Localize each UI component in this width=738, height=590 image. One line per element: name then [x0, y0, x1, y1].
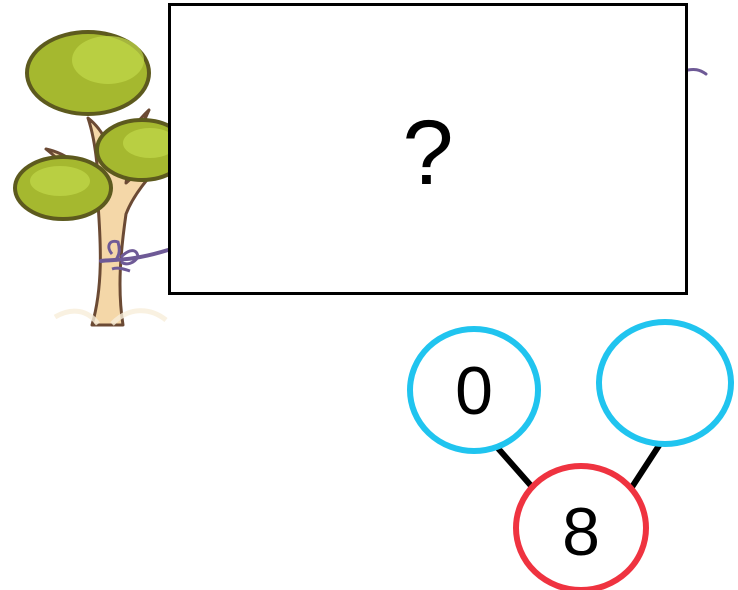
left-part-circle: [407, 326, 541, 454]
rope-icon: [99, 68, 708, 273]
whole-value: 8: [562, 494, 600, 570]
right-part-circle: [596, 319, 734, 447]
tree-foliage: [13, 30, 189, 221]
question-mark: ?: [402, 102, 454, 204]
right-part-connector: [629, 441, 663, 490]
left-part-value: 0: [455, 353, 493, 429]
left-part-connector: [493, 443, 536, 491]
tree-icon: [13, 30, 189, 327]
whole-circle: [513, 463, 649, 590]
question-box: ?: [168, 3, 688, 295]
number-bond: 0 8: [407, 319, 734, 590]
